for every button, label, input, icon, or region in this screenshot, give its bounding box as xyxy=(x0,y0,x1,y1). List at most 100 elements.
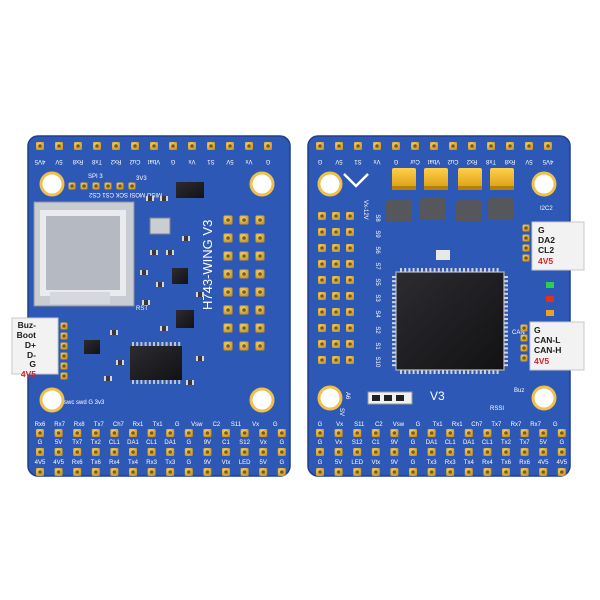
pin-label: Tx1 xyxy=(153,422,164,428)
pin-label: Rx8 xyxy=(504,158,515,164)
pin-label: 5V xyxy=(335,460,342,466)
solder-pad xyxy=(332,292,340,300)
smd-component xyxy=(186,380,194,385)
solder-pad xyxy=(346,260,354,268)
solder-pad xyxy=(427,429,436,437)
solder-pad xyxy=(373,142,381,150)
solder-pad xyxy=(223,287,233,297)
pin-label: S7 xyxy=(374,262,380,270)
solder-pad xyxy=(184,468,193,476)
solder-pad xyxy=(520,468,529,476)
solder-pad xyxy=(520,324,528,332)
solder-pad xyxy=(55,142,63,150)
solder-pad xyxy=(316,142,324,150)
pin-label: Tx4 xyxy=(464,460,475,466)
solder-pad xyxy=(409,429,417,437)
pin-label: 9V xyxy=(391,460,398,466)
solder-pad xyxy=(239,233,249,243)
solder-pad xyxy=(60,342,68,350)
pin-label: S1 xyxy=(354,158,362,164)
solder-pad xyxy=(239,323,249,333)
pin-label: G xyxy=(318,422,323,428)
inductor xyxy=(488,198,514,220)
pin-label: Tx8 xyxy=(485,158,496,164)
rssi-label: RSSI xyxy=(490,406,504,412)
pin-label: 5V xyxy=(55,440,62,446)
solder-pad xyxy=(60,372,68,380)
pin-label: G xyxy=(273,422,278,428)
pin-label: Rx8 xyxy=(72,158,83,164)
solder-pad xyxy=(223,269,233,279)
solder-pad xyxy=(203,468,212,476)
i2c-head: I2C2 xyxy=(540,206,553,212)
solder-pad xyxy=(334,448,343,456)
solder-pad xyxy=(54,429,63,437)
solder-pad xyxy=(259,448,268,456)
pin-label: S6 xyxy=(374,246,380,254)
solder-pad xyxy=(223,215,233,225)
pin-label: G xyxy=(265,158,270,164)
spi-label: SPI 3 xyxy=(88,174,103,180)
solder-pad xyxy=(73,448,82,456)
logo-chevron-icon xyxy=(343,173,369,188)
solder-pad xyxy=(80,182,88,190)
smd-component xyxy=(110,330,118,335)
pin-label: G xyxy=(186,460,191,466)
version-mark: V3 xyxy=(430,389,445,403)
mosfet-chip xyxy=(84,340,100,354)
pin-label: 9V xyxy=(204,460,211,466)
solder-pad xyxy=(245,142,253,150)
solder-pad xyxy=(346,340,354,348)
solder-pad xyxy=(255,341,265,351)
crystal-chip xyxy=(149,217,171,235)
solder-pad xyxy=(346,356,354,364)
solder-pad xyxy=(222,468,230,476)
solder-pad xyxy=(54,468,63,476)
solder-pad xyxy=(316,448,324,456)
mount-hole-icon xyxy=(39,171,65,197)
pin-label: C1 xyxy=(222,440,230,446)
solder-pad xyxy=(207,142,215,150)
pin-label: C2 xyxy=(375,422,383,428)
smd-component xyxy=(140,270,148,275)
solder-pad xyxy=(277,429,286,437)
pin-label: Rx1 xyxy=(133,422,144,428)
pin-label: Rx6 xyxy=(519,460,530,466)
side-tag-line: Boot xyxy=(17,330,37,340)
pin-label: Rx8 xyxy=(74,422,85,428)
solder-pad xyxy=(184,429,193,437)
solder-pad xyxy=(255,233,265,243)
pin-label: Rx7 xyxy=(511,422,522,428)
solder-pad xyxy=(73,429,82,437)
solder-pad xyxy=(332,228,340,236)
small-chip xyxy=(436,250,450,260)
solder-pad xyxy=(427,468,436,476)
solder-pad xyxy=(539,429,548,437)
solder-pad xyxy=(335,142,343,150)
pin-label: S8 xyxy=(374,214,380,222)
pin-label: Rx3 xyxy=(445,460,456,466)
pin-label: G xyxy=(175,422,180,428)
solder-pad xyxy=(502,429,510,437)
mount-hole-icon xyxy=(249,171,275,197)
solder-pad xyxy=(371,448,380,456)
solder-pad xyxy=(353,468,362,476)
solder-pad xyxy=(346,244,354,252)
debug-label: swc swd G 3v3 xyxy=(64,400,105,406)
can-line: G xyxy=(534,325,541,335)
pin-label: G xyxy=(186,440,191,446)
pin-label: Tx2 xyxy=(501,440,512,446)
solder-pad xyxy=(128,182,136,190)
vx-12v-label: Vx-12V xyxy=(362,200,368,220)
pin-label: Ch7 xyxy=(113,422,125,428)
pin-label: Rx7 xyxy=(54,422,65,428)
pin-label: Vsw xyxy=(393,422,405,428)
smd-component xyxy=(104,376,112,381)
solder-pad xyxy=(332,260,340,268)
solder-pad xyxy=(346,228,354,236)
solder-pad xyxy=(318,276,326,284)
pin-label: Rx6 xyxy=(35,422,46,428)
pin-label: CL1 xyxy=(445,440,457,446)
pin-label: Rx4 xyxy=(109,460,120,466)
